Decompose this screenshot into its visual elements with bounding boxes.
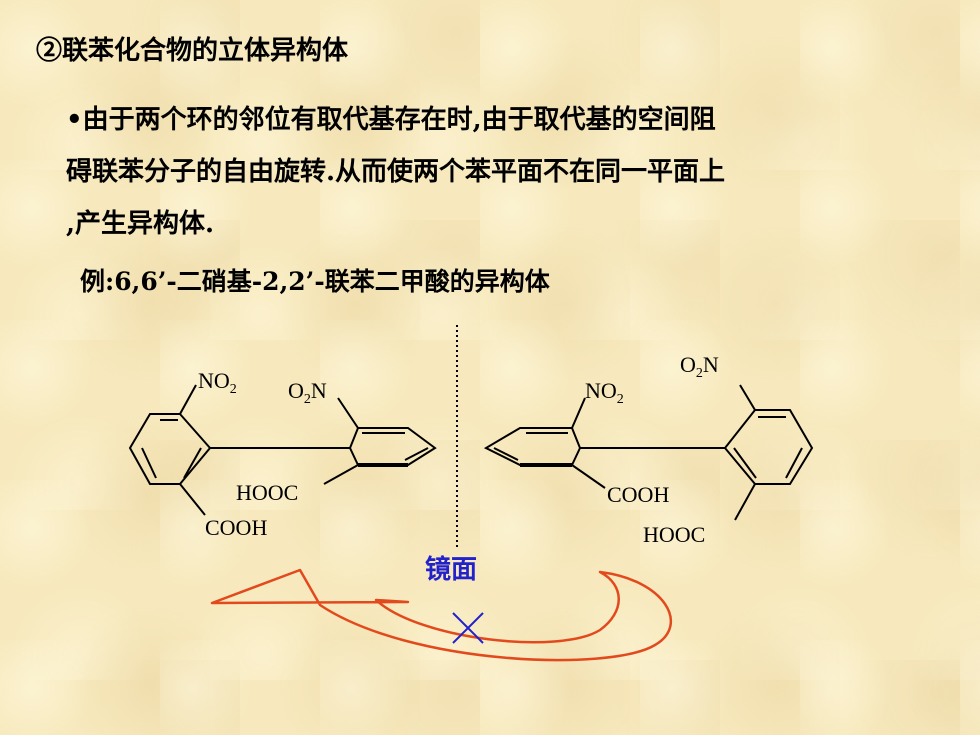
right-no2-label: NO2	[585, 378, 624, 407]
bullet-paragraph: •由于两个环的邻位有取代基存在时,由于取代基的空间阻 碍联苯分子的自由旋转.从而…	[66, 94, 916, 250]
bullet-line-3: ,产生异构体.	[66, 209, 215, 239]
left-cooh-label: COOH	[205, 515, 267, 540]
left-o2n-label: O2N	[288, 378, 327, 407]
right-hooc-label: HOOC	[643, 522, 705, 547]
left-hooc-label: HOOC	[236, 480, 298, 505]
cross-mark	[452, 612, 484, 644]
left-no2-label: NO2	[198, 368, 237, 397]
mirror-label: 镜面	[425, 554, 477, 585]
right-cooh-label: COOH	[607, 482, 669, 507]
right-ring-b	[723, 409, 814, 485]
left-molecule	[128, 384, 437, 516]
right-molecule	[483, 384, 814, 521]
rotation-arrow	[210, 568, 673, 662]
slide-title: ②联苯化合物的立体异构体	[36, 36, 349, 66]
example-caption: 例:6,6’-二硝基-2,2’-联苯二甲酸的异构体	[80, 267, 550, 296]
right-o2n-label: O2N	[680, 352, 719, 381]
bullet-line-1: •由于两个环的邻位有取代基存在时,由于取代基的空间阻	[66, 105, 716, 135]
bullet-line-2: 碍联苯分子的自由旋转.从而使两个苯平面不在同一平面上	[66, 157, 726, 187]
